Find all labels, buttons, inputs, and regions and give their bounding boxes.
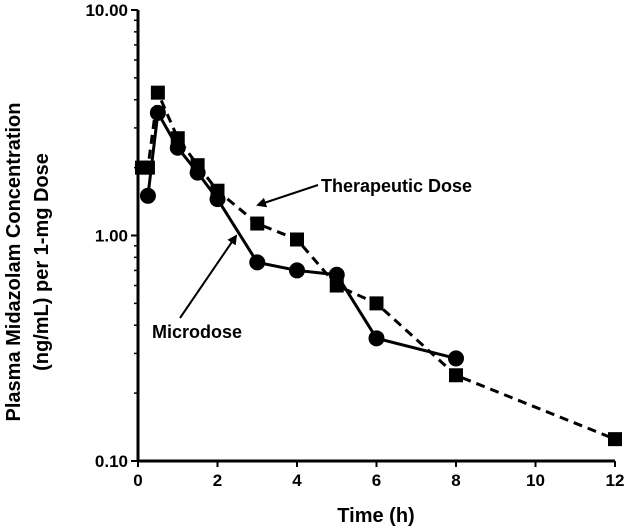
x-tick-label: 0 (133, 471, 142, 490)
annotation-therapeutic-dose: Therapeutic Dose (321, 176, 472, 196)
series-layer (134, 85, 622, 447)
data-point-therapeutic-dose (369, 296, 384, 311)
y-tick-label: 0.10 (95, 452, 128, 471)
data-point-microdose (149, 104, 166, 121)
data-point-therapeutic-dose (140, 160, 155, 175)
data-point-therapeutic-dose (449, 368, 463, 383)
data-point-microdose (289, 262, 305, 279)
annotation-therapeutic-dose-arrow (256, 184, 319, 208)
data-point-therapeutic-dose (170, 131, 185, 146)
data-point-therapeutic-dose (190, 158, 205, 173)
y-tick-label: 10.00 (85, 1, 128, 20)
x-tick-label: 2 (213, 471, 222, 490)
annotation-layer: Therapeutic Dose Microdose (152, 176, 472, 342)
x-tick-label: 8 (451, 471, 460, 490)
data-point-microdose (368, 330, 385, 347)
y-axis-label-line-1: Plasma Midazolam Concentration (3, 103, 25, 422)
data-point-microdose (448, 350, 464, 367)
label-layer: Time (h) Plasma Midazolam Concentration … (3, 103, 415, 527)
data-point-microdose (139, 187, 156, 204)
data-point-microdose (249, 254, 266, 271)
x-tick-label: 4 (292, 471, 302, 490)
data-point-therapeutic-dose (150, 85, 165, 100)
y-tick-label: 1.00 (95, 227, 128, 246)
x-axis-label: Time (h) (337, 505, 414, 527)
series-line-microdose (146, 108, 457, 360)
annotation-microdose: Microdose (152, 322, 242, 342)
x-tick-label: 12 (606, 471, 625, 490)
series-line-therapeutic-dose (141, 87, 616, 441)
data-point-therapeutic-dose (329, 278, 344, 293)
data-point-therapeutic-dose (210, 183, 225, 198)
data-point-therapeutic-dose (608, 432, 622, 447)
x-tick-label: 6 (372, 471, 381, 490)
y-axis-label-line-2: (ng/mL) per 1-mg Dose (31, 153, 53, 371)
annotation-microdose-arrow (179, 234, 238, 319)
data-point-therapeutic-dose (290, 232, 304, 247)
x-tick-label: 10 (526, 471, 545, 490)
axes: 0 2 4 6 8 10 12 0.10 1.00 10.00 (85, 1, 624, 490)
data-point-therapeutic-dose (250, 216, 265, 231)
